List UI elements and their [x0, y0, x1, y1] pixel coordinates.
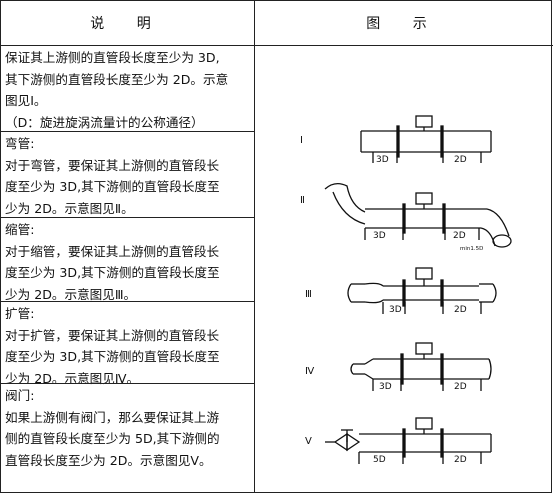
label-roman-4: Ⅳ	[305, 366, 315, 377]
label-roman-2: Ⅱ	[300, 195, 305, 206]
header-description: 说 明	[90, 16, 165, 32]
row-divider	[1, 217, 254, 218]
row-divider	[1, 131, 254, 132]
dim-upstream-4: 3D	[379, 382, 392, 392]
diagram-expander: Ⅳ 3D 2D	[305, 342, 492, 392]
pipe-diagrams: Ⅰ 3D 2D Ⅱ	[300, 115, 512, 465]
elbow-radius-note: min1.5D	[460, 246, 483, 252]
column-divider	[254, 1, 255, 492]
dim-downstream-1: 2D	[454, 155, 467, 165]
dim-upstream-5: 5D	[373, 455, 386, 465]
dim-upstream-1: 3D	[376, 155, 389, 165]
dim-downstream-2: 2D	[453, 231, 466, 241]
row-divider	[1, 383, 254, 384]
dim-downstream-3: 2D	[454, 305, 467, 315]
row-text-straight: 保证其上游侧的直管段长度至少为 3D, 其下游侧的直管段长度至少为 2D。示意 …	[5, 50, 229, 130]
dim-upstream-3: 3D	[389, 305, 402, 315]
label-roman-1: Ⅰ	[300, 135, 303, 146]
label-roman-5: Ⅴ	[305, 436, 312, 447]
diagram-straight: Ⅰ 3D 2D	[300, 115, 492, 165]
header-divider	[1, 45, 553, 46]
row-text-expander: 扩管: 对于扩管，要保证其上游侧的直管段长 度至少为 3D,其下游侧的直管段长度…	[5, 306, 220, 386]
label-roman-3: Ⅲ	[305, 289, 312, 300]
header-illustration: 图 示	[366, 16, 441, 32]
row-text-elbow: 弯管: 对于弯管，要保证其上游侧的直管段长 度至少为 3D,其下游侧的直管段长度…	[5, 136, 220, 216]
diagram-elbow: Ⅱ 3D 2D min1.5D	[300, 182, 512, 252]
dim-upstream-2: 3D	[373, 231, 386, 241]
dim-downstream-4: 2D	[454, 382, 467, 392]
diagram-valve: Ⅴ 5D 2D	[305, 417, 492, 465]
row-text-reducer: 缩管: 对于缩管，要保证其上游侧的直管段长 度至少为 3D,其下游侧的直管段长度…	[5, 222, 220, 302]
dim-downstream-5: 2D	[454, 455, 467, 465]
row-divider	[1, 301, 254, 302]
row-text-valve: 阀门: 如果上游侧有阀门，那么要保证其上游 侧的直管段长度至少为 5D,其下游侧…	[5, 388, 220, 468]
diagram-reducer: Ⅲ 3D 2D	[305, 267, 497, 315]
